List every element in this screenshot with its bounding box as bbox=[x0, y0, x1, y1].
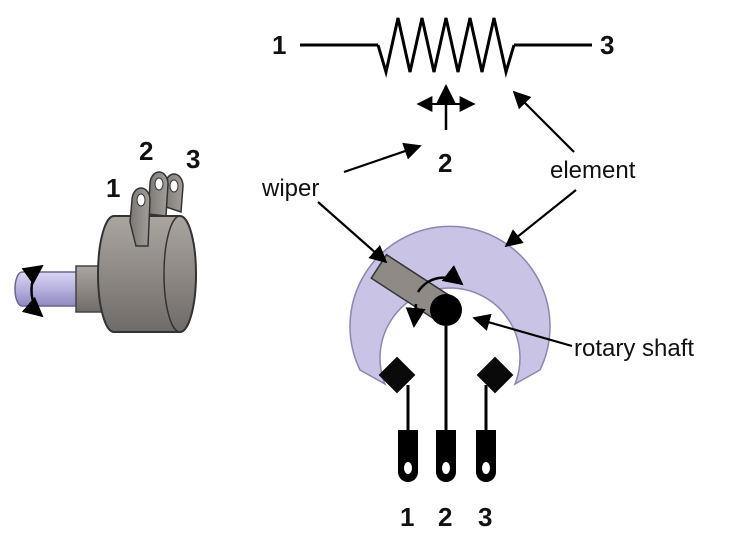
side-pin-2-hole bbox=[154, 177, 164, 191]
side-pin-3-hole bbox=[169, 179, 179, 193]
shaft-rotation-arrow-lower bbox=[405, 303, 426, 328]
side-pin-label-1: 1 bbox=[106, 173, 120, 203]
solder-lug-2 bbox=[436, 430, 456, 482]
wiper-to-schematic-arrow bbox=[343, 142, 422, 174]
side-rotation-arrow bbox=[21, 264, 44, 318]
schematic-resistor-zigzag bbox=[376, 17, 516, 78]
schematic-terminal-2: 2 bbox=[438, 148, 452, 178]
wiper-label: wiper bbox=[261, 175, 319, 202]
element-to-schematic-arrow bbox=[512, 90, 575, 153]
element-label: element bbox=[550, 157, 636, 184]
front-pin-label-2: 2 bbox=[438, 502, 452, 532]
side-pin-label-2: 2 bbox=[139, 136, 153, 166]
shaft-rotation-arrow bbox=[416, 265, 464, 293]
terminal-pad-1 bbox=[378, 356, 416, 394]
side-pin-label-3: 3 bbox=[186, 144, 200, 174]
schematic-symbol: 1 3 2 bbox=[272, 17, 614, 178]
schematic-terminal-3: 3 bbox=[600, 30, 614, 60]
solder-lug-1 bbox=[398, 430, 418, 482]
rotary-shaft-label: rotary shaft bbox=[574, 335, 694, 362]
solder-lug-3 bbox=[476, 430, 496, 482]
front-pin-label-1: 1 bbox=[400, 502, 414, 532]
front-pin-label-3: 3 bbox=[478, 502, 492, 532]
terminal-pad-3 bbox=[476, 356, 514, 394]
side-pin-1-hole bbox=[136, 193, 146, 207]
schematic-terminal-1: 1 bbox=[272, 30, 286, 60]
callouts: wiper element rotary shaft bbox=[261, 90, 694, 362]
side-shaft bbox=[14, 271, 81, 307]
rotary-shaft bbox=[430, 294, 462, 326]
wiper-label-arrow bbox=[317, 201, 388, 264]
rotary-shaft-label-arrow bbox=[472, 313, 573, 348]
front-view: 1 2 3 bbox=[349, 225, 551, 532]
element-to-track-arrow bbox=[504, 189, 577, 248]
side-view: 1 2 3 bbox=[14, 136, 200, 333]
side-body-face bbox=[163, 215, 197, 333]
